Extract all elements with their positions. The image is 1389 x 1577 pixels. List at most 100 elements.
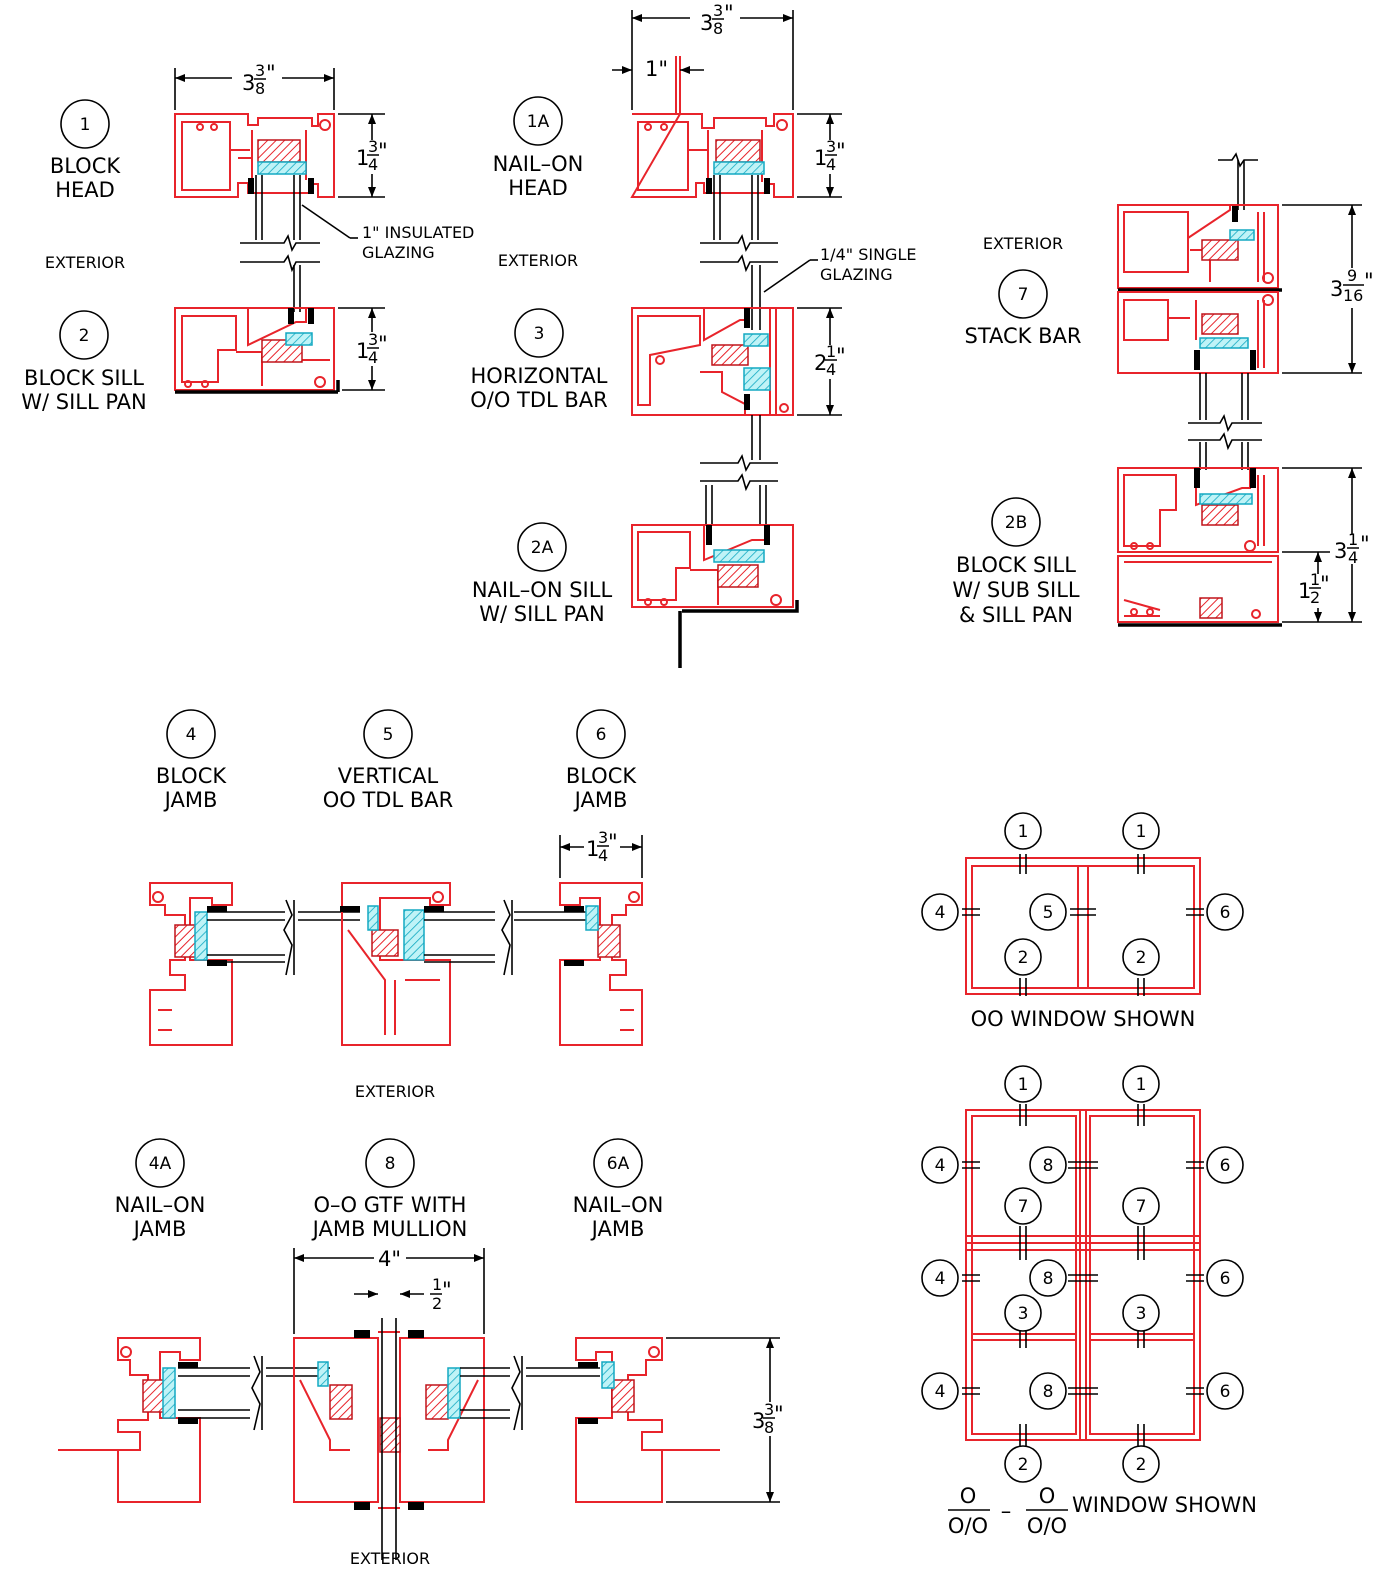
svg-text:16: 16 <box>1343 286 1363 305</box>
tag-7: 7 <box>1018 285 1029 305</box>
svg-text:3: 3 <box>598 828 608 847</box>
nailon-jamb-right-profile <box>575 1337 720 1503</box>
note-insulated-1: 1" INSULATED <box>362 223 474 242</box>
svg-text:STACK BAR: STACK BAR <box>965 324 1082 348</box>
svg-text:BLOCK SILL: BLOCK SILL <box>956 553 1076 577</box>
svg-text:NAIL–ON SILL: NAIL–ON SILL <box>472 578 613 602</box>
svg-text:VERTICAL: VERTICAL <box>338 764 439 788</box>
tag-1: 1 <box>80 115 91 135</box>
svg-text:4: 4 <box>1348 548 1358 567</box>
svg-text:8: 8 <box>255 79 265 98</box>
dim-stack-height: 3 9 16 " <box>1282 204 1376 374</box>
svg-text:3: 3 <box>368 137 378 156</box>
tag-6a: 6A <box>607 1154 630 1174</box>
elevation-stacked-caption: O O/O – O O/O WINDOW SHOWN <box>948 1484 1257 1538</box>
tag-4: 4 <box>186 725 197 745</box>
svg-text:HORIZONTAL: HORIZONTAL <box>471 364 608 388</box>
svg-text:3: 3 <box>752 1409 765 1433</box>
svg-text:": " <box>1364 269 1374 293</box>
svg-text:JAMB MULLION: JAMB MULLION <box>311 1217 468 1241</box>
svg-text:OO TDL BAR: OO TDL BAR <box>323 788 453 812</box>
block-jamb-left-profile <box>149 882 295 1046</box>
svg-text:": " <box>378 139 388 163</box>
svg-text:–: – <box>1001 1499 1012 1523</box>
svg-text:WINDOW SHOWN: WINDOW SHOWN <box>1072 1493 1257 1517</box>
svg-text:NAIL–ON: NAIL–ON <box>493 152 584 176</box>
stack-bar-profile <box>1117 152 1282 470</box>
svg-text:1: 1 <box>826 342 836 361</box>
svg-text:2: 2 <box>1018 948 1029 968</box>
dim-block-sill-height: 1 3 4 " <box>338 307 390 391</box>
svg-text:O/O TDL BAR: O/O TDL BAR <box>470 388 608 412</box>
svg-text:3: 3 <box>713 1 723 20</box>
svg-text:NAIL–ON: NAIL–ON <box>115 1193 206 1217</box>
svg-text:O: O <box>960 1484 977 1508</box>
svg-text:3: 3 <box>1330 277 1343 301</box>
jamb-row-labels: 4 BLOCK JAMB 5 VERTICAL OO TDL BAR 6 BLO… <box>156 709 637 1101</box>
section-1a-labels: 1A NAIL–ON HEAD EXTERIOR <box>493 96 584 270</box>
svg-text:5: 5 <box>1043 903 1054 923</box>
svg-text:": " <box>724 1 734 25</box>
svg-text:3: 3 <box>255 61 265 80</box>
svg-text:4: 4 <box>368 155 378 174</box>
svg-text:W/ SILL PAN: W/ SILL PAN <box>21 390 147 414</box>
svg-text:& SILL PAN: & SILL PAN <box>959 603 1073 627</box>
svg-text:3: 3 <box>368 330 378 349</box>
svg-text:EXTERIOR: EXTERIOR <box>355 1082 435 1101</box>
section-1-title-2: HEAD <box>55 178 115 202</box>
block-sill-profile <box>174 307 340 394</box>
exterior-label: EXTERIOR <box>45 253 125 272</box>
svg-text:2: 2 <box>1136 1455 1147 1475</box>
dim-mullion-width: 4" <box>293 1246 485 1334</box>
svg-text:2: 2 <box>1136 948 1147 968</box>
tag-2a: 2A <box>531 538 554 558</box>
section-1-title-1: BLOCK <box>50 154 122 178</box>
svg-text:4: 4 <box>935 1269 946 1289</box>
dim-nailon-head-height: 1 3 4 " <box>797 113 848 198</box>
svg-text:BLOCK SILL: BLOCK SILL <box>24 366 144 390</box>
nailon-row-labels: 4A NAIL–ON JAMB 8 O–O GTF WITH JAMB MULL… <box>115 1138 663 1568</box>
svg-text:8: 8 <box>1043 1269 1054 1289</box>
svg-text:3: 3 <box>700 11 713 35</box>
svg-text:1/4" SINGLE: 1/4" SINGLE <box>820 245 916 264</box>
svg-text:4: 4 <box>935 1156 946 1176</box>
svg-text:1: 1 <box>1136 822 1147 842</box>
svg-text:BLOCK: BLOCK <box>156 764 228 788</box>
svg-text:": " <box>1320 572 1330 596</box>
section-2b-labels: 2B BLOCK SILL W/ SUB SILL & SILL PAN <box>952 497 1080 627</box>
elevation-stacked <box>962 1104 1204 1446</box>
svg-text:JAMB: JAMB <box>163 788 218 812</box>
sub-sill-profile <box>1117 467 1282 627</box>
single-glazing-note: 1/4" SINGLE GLAZING <box>763 245 916 293</box>
svg-text:3: 3 <box>1018 1304 1029 1324</box>
svg-text:7: 7 <box>1136 1197 1147 1217</box>
block-jamb-right-profile <box>559 882 643 1046</box>
svg-text:O: O <box>1039 1484 1056 1508</box>
svg-text:1: 1 <box>1018 1075 1029 1095</box>
elevation-oo <box>962 854 1204 996</box>
svg-text:EXTERIOR: EXTERIOR <box>983 234 1063 253</box>
svg-text:GLAZING: GLAZING <box>820 265 893 284</box>
section-1-labels: 1 BLOCK HEAD EXTERIOR <box>45 99 125 272</box>
svg-text:EXTERIOR: EXTERIOR <box>350 1549 430 1568</box>
svg-text:3: 3 <box>1136 1304 1147 1324</box>
svg-text:8: 8 <box>713 19 723 38</box>
svg-text:": " <box>442 1278 452 1302</box>
dim-mullion-gap: 1 2 " <box>354 1275 452 1313</box>
dim-block-head-width: 3 3 8 " <box>174 61 335 110</box>
dim-nailon-fin: 1" <box>612 57 704 81</box>
block-head-profile <box>174 113 335 198</box>
svg-text:O/O: O/O <box>1027 1514 1067 1538</box>
svg-text:HEAD: HEAD <box>508 176 568 200</box>
elevation-oo-caption: OO WINDOW SHOWN <box>971 1007 1196 1031</box>
dim-nailon-jamb-depth: 3 3 8 " <box>666 1337 790 1503</box>
nailon-head-glazing <box>700 175 778 330</box>
svg-text:1: 1 <box>1136 1075 1147 1095</box>
svg-text:": " <box>608 830 618 854</box>
svg-text:2: 2 <box>432 1294 442 1313</box>
svg-text:2: 2 <box>1310 588 1320 607</box>
svg-text:7: 7 <box>1018 1197 1029 1217</box>
nailon-sill-profile <box>631 485 799 668</box>
svg-text:JAMB: JAMB <box>590 1217 645 1241</box>
